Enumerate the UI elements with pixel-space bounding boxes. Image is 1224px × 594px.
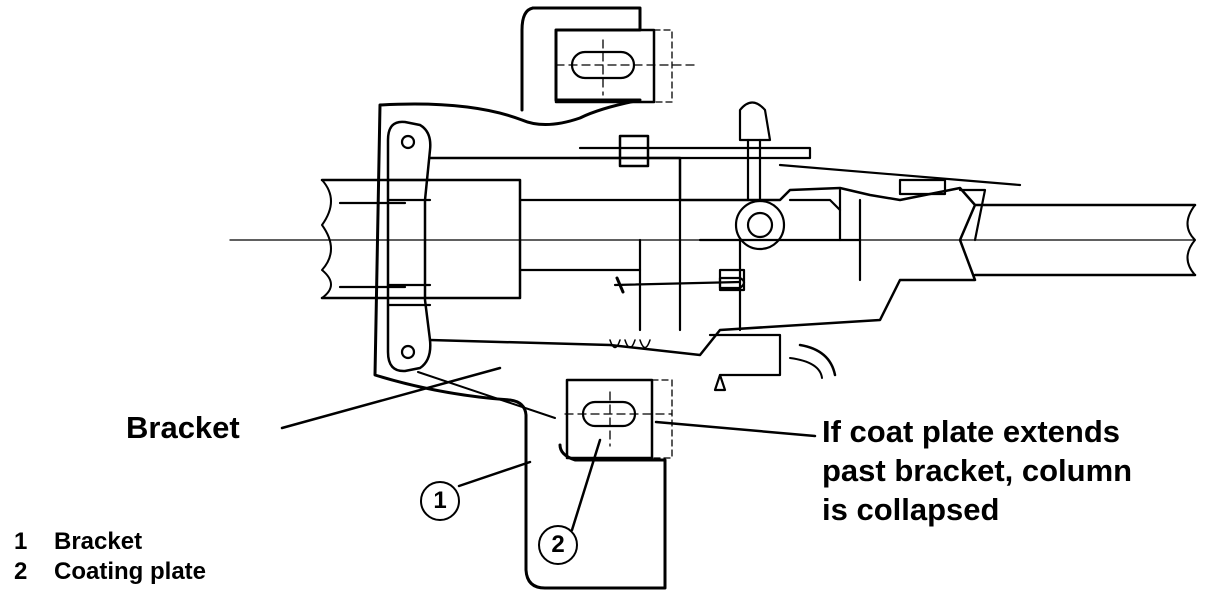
- right-shaft: [973, 203, 1197, 277]
- marker-1: 1: [420, 481, 460, 521]
- upper-linkage: [578, 101, 1022, 242]
- bracket-upper-edge: [520, 6, 535, 112]
- leader-lines: [280, 366, 817, 532]
- legend-num: 2: [14, 558, 28, 585]
- note-line-1: If coat plate extends: [822, 414, 1121, 449]
- upper-coating-plate: [554, 28, 696, 104]
- lower-coating-plate: [564, 378, 673, 460]
- legend-text: Bracket: [54, 528, 143, 555]
- note-line-2: past bracket, column: [822, 453, 1133, 488]
- lower-bracket-wire: [708, 333, 837, 392]
- legend-text: Coating plate: [54, 558, 207, 585]
- legend-num: 1: [14, 528, 28, 555]
- flange: [386, 120, 432, 373]
- column-housing: [428, 156, 977, 357]
- legend-item: 1 Bracket: [14, 530, 206, 560]
- note-line-3: is collapsed: [822, 492, 1000, 527]
- legend: 1 Bracket 2 Coating plate: [14, 530, 206, 590]
- legend-item: 2 Coating plate: [14, 560, 206, 590]
- bracket-outline: [373, 6, 667, 590]
- collapse-note: If coat plate extends past bracket, colu…: [822, 412, 1132, 529]
- bracket-callout: Bracket: [126, 410, 240, 445]
- left-shaft: [320, 178, 522, 300]
- marker-2: 2: [538, 525, 578, 565]
